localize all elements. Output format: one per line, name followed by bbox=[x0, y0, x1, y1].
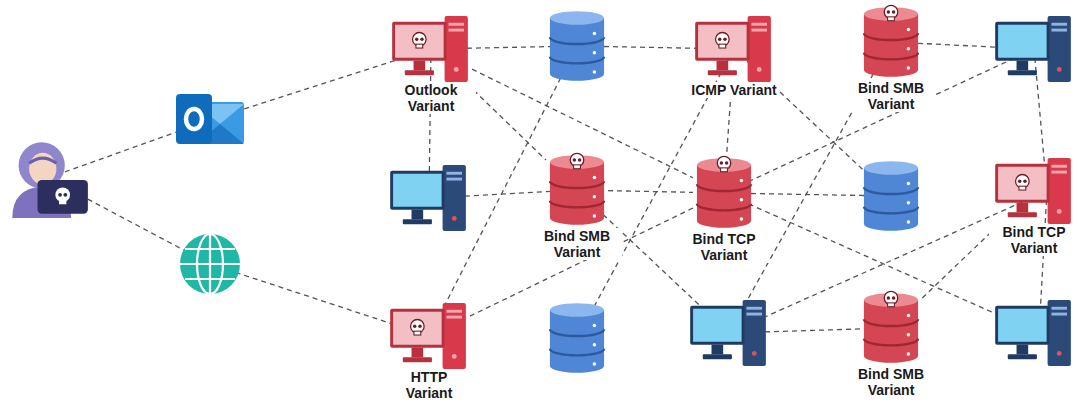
node-label: HTTP Variant bbox=[384, 369, 474, 401]
node-label: ICMP Variant bbox=[689, 82, 778, 98]
database-icon bbox=[550, 303, 604, 373]
node-icon bbox=[392, 16, 470, 82]
node-icon bbox=[862, 4, 920, 80]
node-label: Bind SMB Variant bbox=[846, 366, 936, 398]
link-line bbox=[922, 226, 997, 298]
infected-computer: Outlook Variant bbox=[392, 16, 470, 82]
infected-database: Bind SMB Variant bbox=[862, 290, 920, 366]
node-icon bbox=[995, 158, 1073, 224]
computer-icon bbox=[390, 165, 466, 231]
node-symbol bbox=[864, 5, 918, 77]
node-label: Bind SMB Variant bbox=[846, 80, 936, 112]
infected-database: Bind TCP Variant bbox=[695, 155, 753, 231]
node-label: Bind TCP Variant bbox=[679, 231, 769, 263]
node-label: Outlook Variant bbox=[386, 82, 476, 114]
node-symbol bbox=[550, 153, 604, 225]
dashed-link bbox=[467, 84, 546, 160]
computer-icon bbox=[690, 300, 766, 366]
node-symbol bbox=[864, 291, 918, 363]
node-label: Bind SMB Variant bbox=[532, 228, 622, 260]
node-icon bbox=[390, 303, 468, 369]
infected-computer: Bind TCP Variant bbox=[995, 158, 1073, 224]
database-icon bbox=[864, 161, 918, 231]
node-symbol bbox=[695, 16, 771, 82]
node-symbol bbox=[697, 156, 751, 228]
node-icon bbox=[862, 290, 920, 366]
computer-icon bbox=[995, 16, 1071, 82]
outlook-icon bbox=[176, 94, 244, 144]
node-symbol bbox=[392, 16, 468, 82]
globe-icon bbox=[180, 234, 240, 294]
attacker-icon bbox=[12, 142, 88, 218]
link-line bbox=[467, 84, 546, 160]
infected-database: Bind SMB Variant bbox=[862, 4, 920, 80]
database-icon bbox=[550, 11, 604, 81]
node-icon bbox=[695, 155, 753, 231]
computer-icon bbox=[995, 300, 1071, 366]
dashed-link bbox=[922, 226, 997, 298]
infected-computer: HTTP Variant bbox=[390, 303, 468, 369]
node-symbol bbox=[995, 158, 1071, 224]
infected-computer: ICMP Variant bbox=[695, 16, 773, 82]
node-icon bbox=[548, 152, 606, 228]
dashed-link bbox=[608, 191, 693, 193]
node-icon bbox=[695, 16, 773, 82]
node-symbol bbox=[390, 303, 466, 369]
infected-database: Bind SMB Variant bbox=[548, 152, 606, 228]
node-label: Bind TCP Variant bbox=[989, 224, 1078, 256]
link-line bbox=[608, 191, 693, 193]
